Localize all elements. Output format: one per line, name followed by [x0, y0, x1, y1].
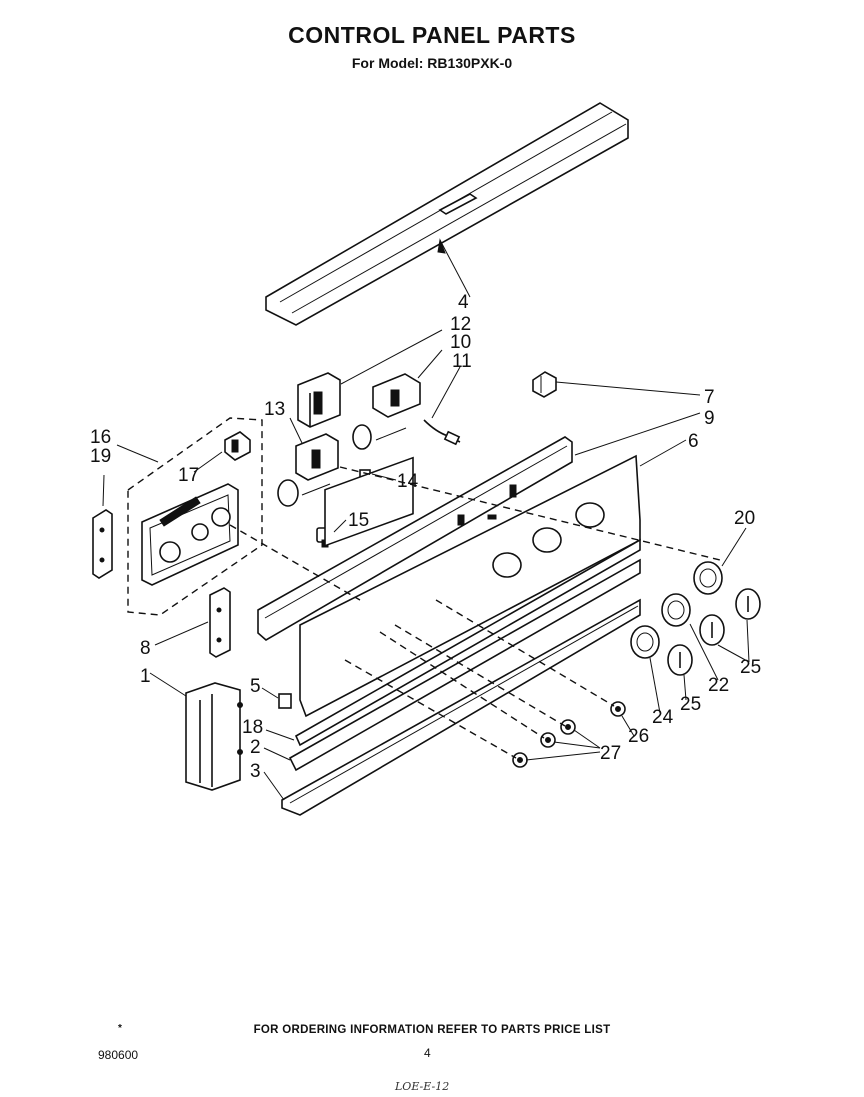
callout-8: 8	[140, 638, 151, 659]
callout-20: 20	[734, 508, 755, 529]
callout-5: 5	[250, 676, 261, 697]
part-10-switch	[372, 373, 421, 418]
callout-22: 22	[708, 675, 729, 696]
part-27-button	[512, 719, 576, 768]
callout-2: 2	[250, 737, 261, 758]
callout-17: 17	[178, 465, 199, 486]
part-7-clip	[532, 371, 557, 398]
part-4-trim-strip	[265, 102, 629, 326]
part-12-switch	[297, 372, 407, 450]
document-code: 980600	[98, 1048, 139, 1062]
part-2-channel	[288, 558, 641, 772]
model-subtitle: For Model: RB130PXK-0	[351, 55, 513, 71]
part-8-bracket	[209, 587, 231, 658]
callout-4: 4	[458, 292, 469, 313]
callout-7: 7	[704, 387, 715, 408]
part-18-trim	[294, 538, 641, 747]
page-number: 4	[424, 1046, 431, 1060]
part-16-timer-assembly	[127, 417, 263, 616]
part-17-clock-knob	[224, 431, 251, 461]
part-9-panel-bracket	[257, 436, 573, 641]
callout-9: 9	[704, 408, 715, 429]
callout-27: 27	[600, 743, 621, 764]
callout-3: 3	[250, 761, 261, 782]
part-24-bezel	[630, 625, 660, 659]
assembly-lines	[229, 466, 721, 759]
page-title: CONTROL PANEL PARTS	[288, 22, 576, 48]
footer-asterisk: *	[118, 1023, 122, 1034]
callout-24: 24	[652, 707, 674, 728]
part-22-bezel	[661, 593, 691, 627]
part-20-bezel	[693, 561, 723, 595]
callout-1: 1	[140, 666, 151, 687]
part-11-wire	[423, 419, 461, 446]
part-25-knob	[735, 588, 761, 620]
part-1-end-cap	[185, 682, 243, 791]
handwritten-note: LOE-E-12	[395, 1080, 450, 1093]
callout-25: 25	[740, 657, 761, 678]
ordering-note: FOR ORDERING INFORMATION REFER TO PARTS …	[253, 1024, 611, 1036]
callout-19: 19	[90, 446, 111, 467]
callout-25-lower: 25	[680, 694, 701, 715]
callout-10: 10	[450, 332, 471, 353]
leader-lines	[102, 238, 750, 801]
callout-11: 11	[452, 351, 472, 372]
part-19-bracket	[92, 509, 113, 579]
part-3-channel	[281, 598, 641, 816]
callout-26: 26	[628, 726, 649, 747]
part-26-button	[610, 701, 626, 717]
callout-6: 6	[688, 431, 699, 452]
callout-15: 15	[348, 510, 369, 531]
part-25-knob	[699, 614, 725, 646]
part-25-knob	[667, 644, 693, 676]
callout-labels: 4 12 10 11 7 9 6 13 14 16 19 17 15 20 8 …	[90, 292, 761, 782]
callout-16: 16	[90, 427, 111, 448]
callout-14: 14	[397, 471, 419, 492]
callout-12: 12	[450, 314, 471, 335]
part-13-switch	[277, 433, 339, 507]
part-5-block	[278, 693, 292, 709]
callout-13: 13	[264, 399, 285, 420]
callout-18: 18	[242, 717, 263, 738]
